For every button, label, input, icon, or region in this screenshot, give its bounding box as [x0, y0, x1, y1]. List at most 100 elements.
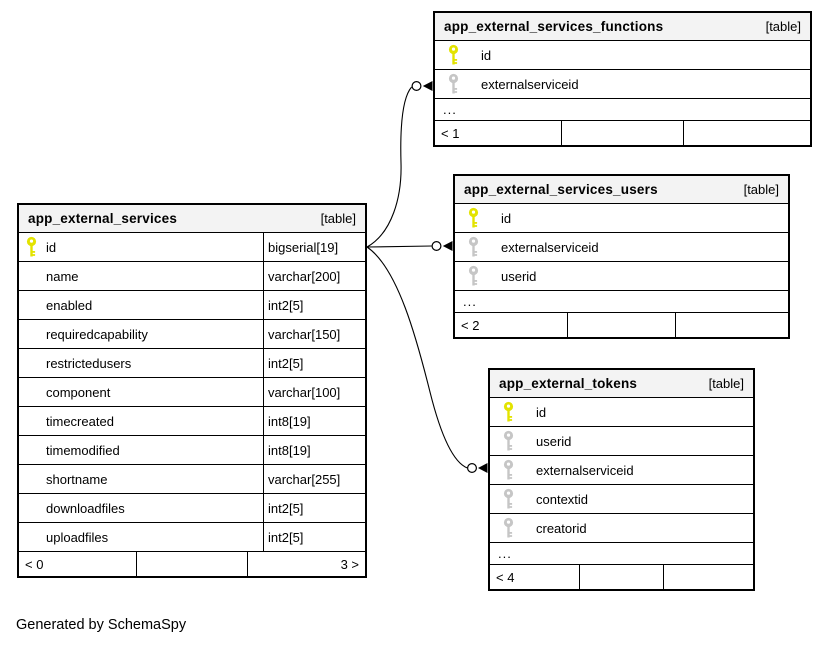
many-arrowhead	[478, 463, 488, 473]
table-app-external-tokens: app_external_tokens [table] id userid ex…	[488, 368, 755, 591]
footer-middle-cell	[580, 565, 664, 589]
column-type: int2[5]	[263, 349, 365, 377]
primary-key-icon	[503, 401, 514, 422]
table-app-external-services-functions: app_external_services_functions [table] …	[433, 11, 812, 147]
table-row: restrictedusers int2[5]	[19, 349, 365, 378]
table-row: shortname varchar[255]	[19, 465, 365, 494]
table-tag: [table]	[708, 376, 744, 391]
zero-cardinality-dot	[411, 80, 422, 91]
column-name: id	[481, 47, 492, 63]
table-row: timecreated int8[19]	[19, 407, 365, 436]
column-name: restrictedusers	[46, 355, 132, 371]
column-name: component	[46, 384, 111, 400]
table-row: requiredcapability varchar[150]	[19, 320, 365, 349]
column-name: externalserviceid	[501, 239, 599, 255]
footer-parents-count	[684, 121, 810, 145]
foreign-key-icon	[468, 265, 479, 286]
foreign-key-icon	[503, 459, 514, 480]
column-name: creatorid	[536, 520, 587, 536]
foreign-key-icon	[468, 236, 479, 257]
column-name: timecreated	[46, 413, 114, 429]
column-name: enabled	[46, 297, 93, 313]
table-row: timemodified int8[19]	[19, 436, 365, 465]
foreign-key-icon	[448, 73, 459, 94]
column-name: shortname	[46, 471, 108, 487]
table-name: app_external_services_users	[464, 182, 658, 197]
table-tag: [table]	[765, 19, 801, 34]
foreign-key-icon	[503, 517, 514, 538]
table-row: userid	[490, 427, 753, 456]
footer-children-count: < 1	[435, 121, 563, 145]
column-type: int2[5]	[263, 291, 365, 319]
table-header[interactable]: app_external_services_functions [table]	[435, 13, 810, 41]
table-footer: < 2	[455, 313, 788, 337]
table-row: name varchar[200]	[19, 262, 365, 291]
column-name: requiredcapability	[46, 326, 148, 342]
table-footer: < 4	[490, 565, 753, 589]
footer-middle-cell	[568, 313, 676, 337]
table-row: enabled int2[5]	[19, 291, 365, 320]
hidden-columns-ellipsis: ...	[490, 543, 753, 565]
column-name: userid	[501, 268, 537, 284]
table-row: component varchar[100]	[19, 378, 365, 407]
column-name: externalserviceid	[536, 462, 634, 478]
footer-children-count: < 4	[490, 565, 580, 589]
footer-parents-count	[664, 565, 753, 589]
table-name: app_external_tokens	[499, 376, 638, 391]
zero-cardinality-dot	[431, 241, 442, 252]
column-type: varchar[200]	[263, 262, 365, 290]
primary-key-icon	[448, 44, 459, 65]
table-row: externalserviceid	[490, 456, 753, 485]
footer-children-count: < 0	[19, 552, 137, 576]
footer-middle-cell	[562, 121, 684, 145]
footer-children-count: < 2	[455, 313, 569, 337]
footer-parents-count	[676, 313, 788, 337]
foreign-key-icon	[503, 430, 514, 451]
footer-parents-count: 3 >	[340, 556, 360, 572]
table-row: userid	[455, 262, 788, 291]
schemaspy-credit: Generated by SchemaSpy	[16, 617, 187, 633]
zero-cardinality-dot	[467, 463, 478, 474]
table-row: creatorid	[490, 514, 753, 543]
table-row: id bigserial[19]	[19, 233, 365, 262]
table-header[interactable]: app_external_services_users [table]	[455, 176, 788, 204]
table-row: downloadfiles int2[5]	[19, 494, 365, 523]
column-type: bigserial[19]	[263, 233, 365, 261]
table-row: externalserviceid	[455, 233, 788, 262]
table-row: contextid	[490, 485, 753, 514]
table-tag: [table]	[743, 182, 779, 197]
column-name: downloadfiles	[46, 500, 125, 516]
column-name: userid	[536, 433, 572, 449]
table-header[interactable]: app_external_tokens [table]	[490, 370, 753, 398]
hidden-columns-ellipsis: ...	[455, 291, 788, 313]
table-app-external-services: app_external_services [table] id bigseri…	[17, 203, 367, 578]
table-tag: [table]	[320, 211, 356, 226]
table-header[interactable]: app_external_services [table]	[19, 205, 365, 233]
table-row: externalserviceid	[435, 70, 810, 99]
column-name: contextid	[536, 491, 589, 507]
table-name: app_external_services_functions	[444, 19, 664, 34]
column-type: int2[5]	[263, 523, 365, 551]
hidden-columns-ellipsis: ...	[435, 99, 810, 121]
primary-key-icon	[468, 207, 479, 228]
table-row: id	[455, 204, 788, 233]
column-name: externalserviceid	[481, 76, 579, 92]
fk-line-services-functions	[366, 86, 413, 248]
many-arrowhead	[422, 81, 433, 91]
table-footer: < 0 3 >	[19, 552, 365, 576]
primary-key-icon	[26, 236, 37, 257]
table-name: app_external_services	[28, 211, 178, 226]
column-type: varchar[255]	[263, 465, 365, 493]
column-name: timemodified	[46, 442, 120, 458]
table-row: uploadfiles int2[5]	[19, 523, 365, 552]
table-footer: < 1	[435, 121, 810, 145]
table-row: id	[435, 41, 810, 70]
column-name: uploadfiles	[46, 529, 109, 545]
column-name: id	[46, 239, 57, 255]
column-type: int8[19]	[263, 407, 365, 435]
column-type: int8[19]	[263, 436, 365, 464]
column-type: varchar[150]	[263, 320, 365, 348]
column-type: varchar[100]	[263, 378, 365, 406]
many-arrowhead	[442, 241, 453, 251]
